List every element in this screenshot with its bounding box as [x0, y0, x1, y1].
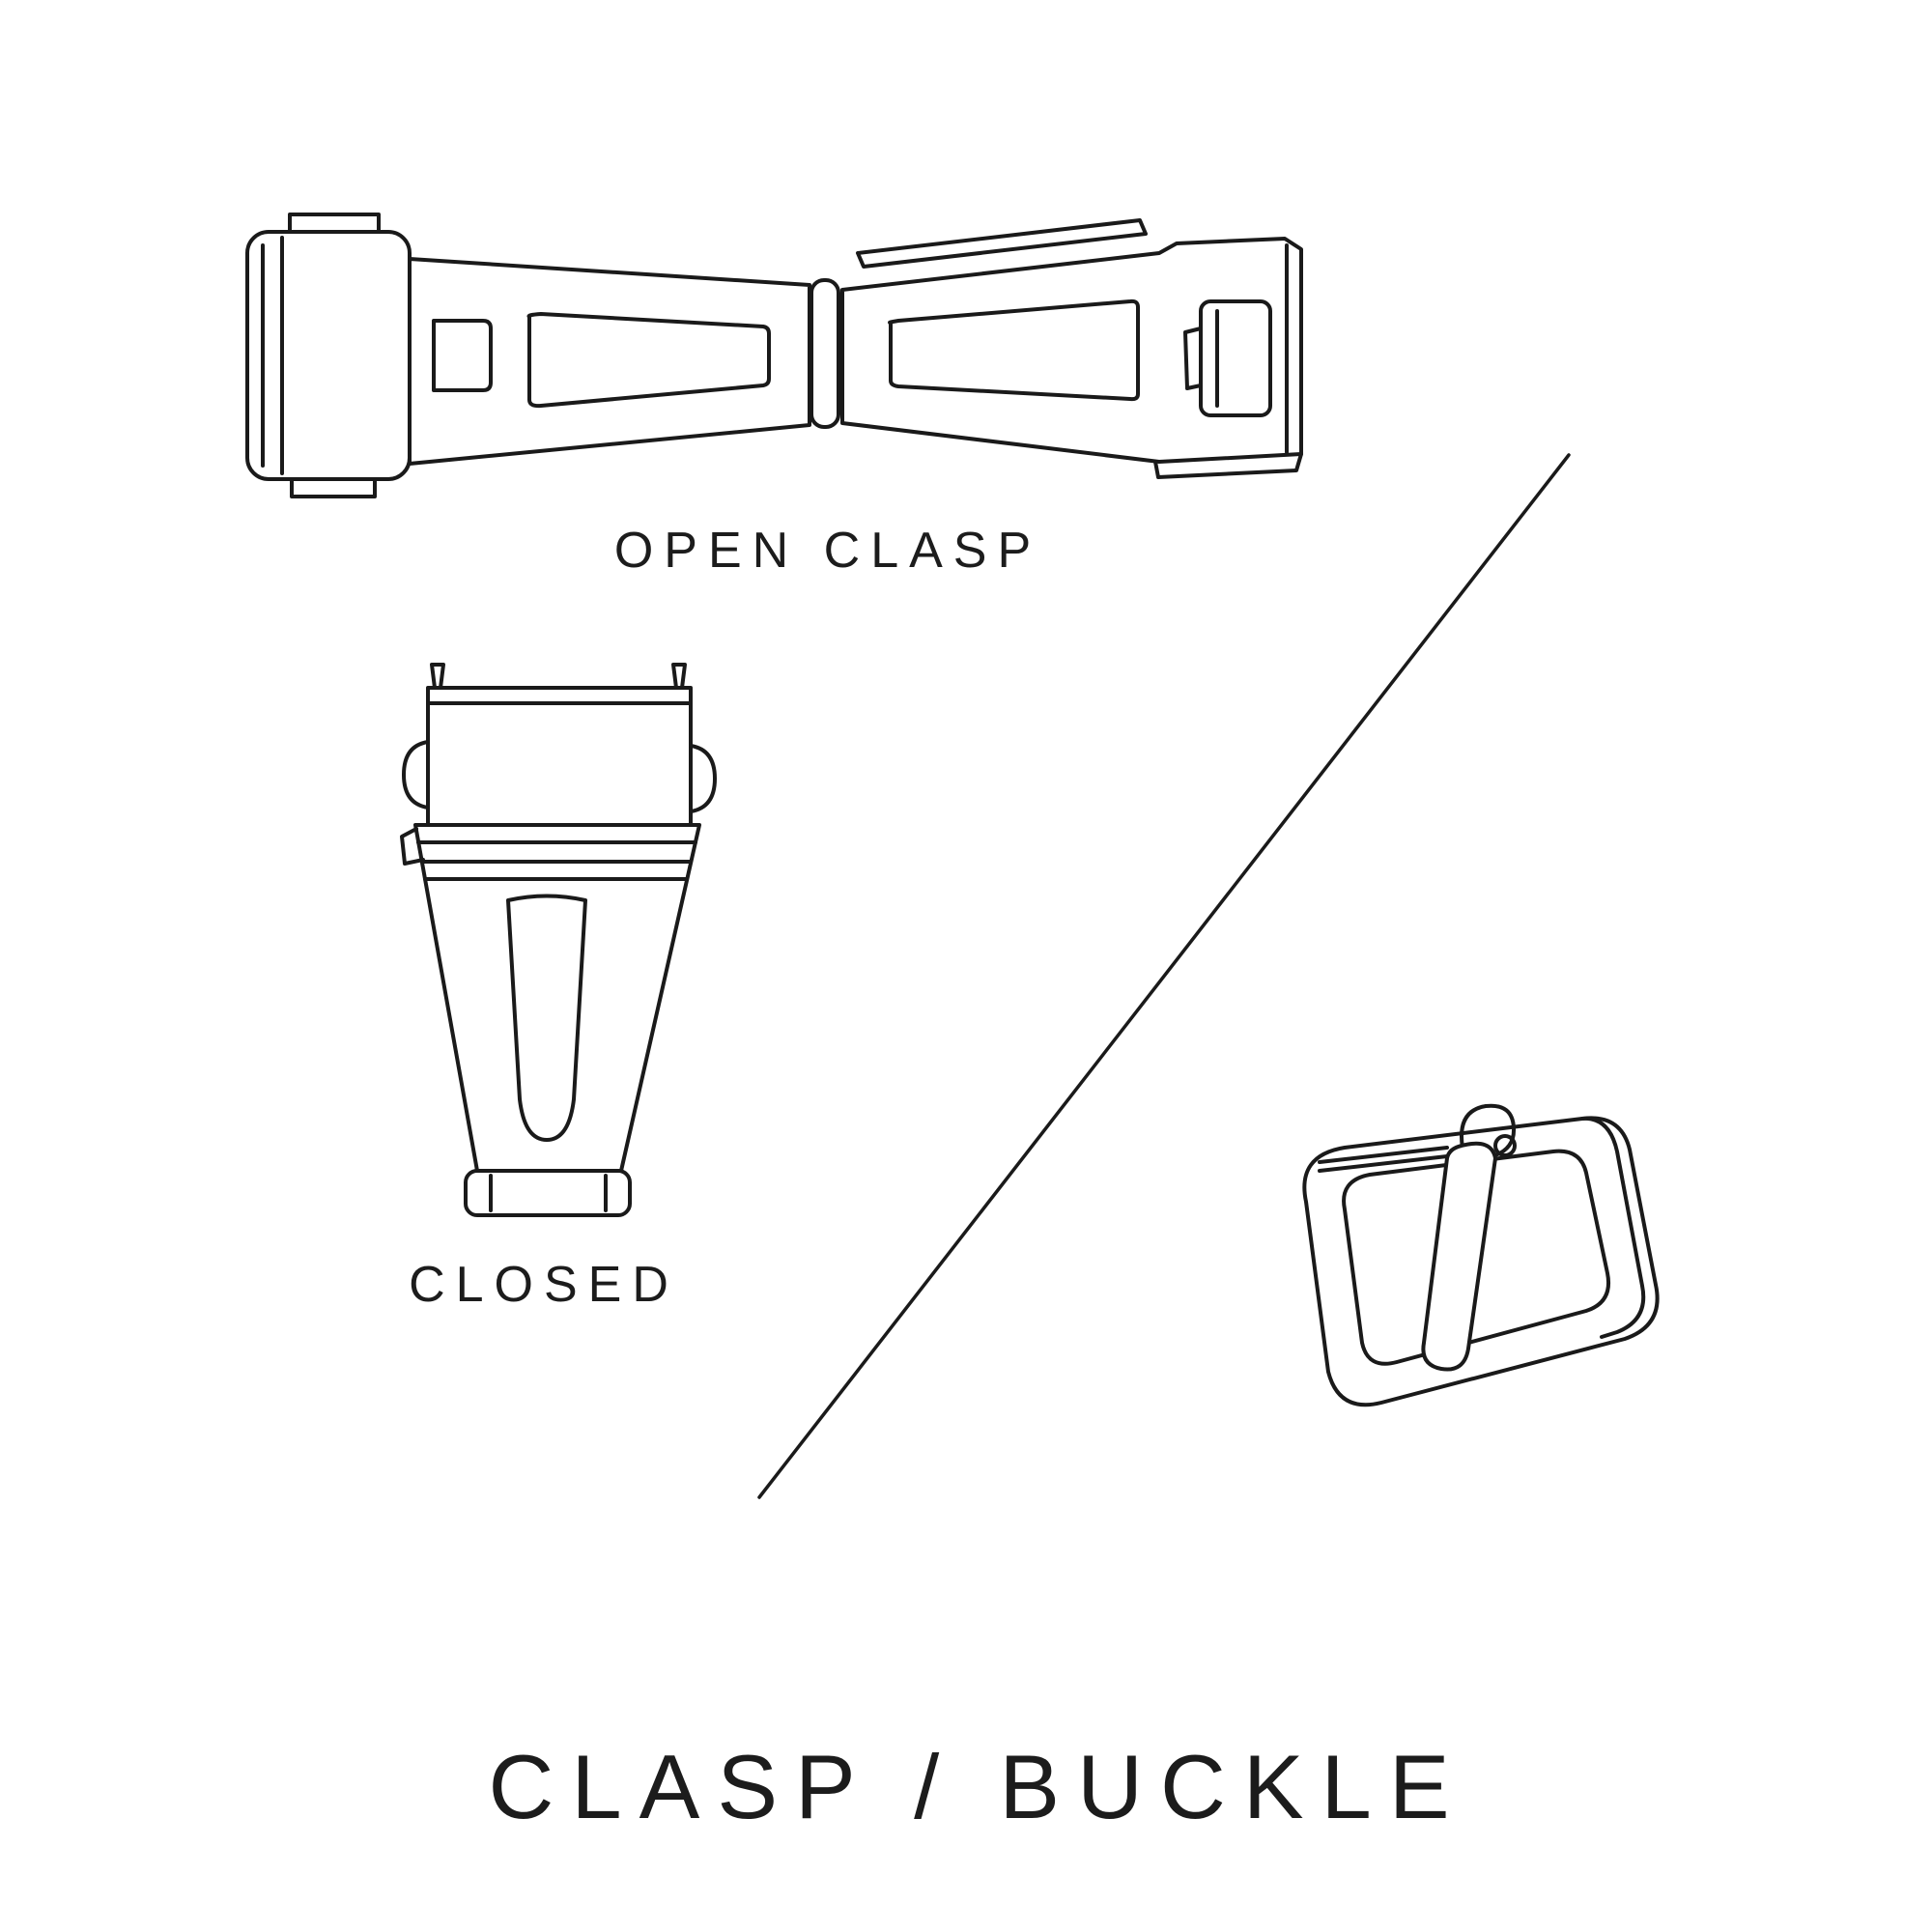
open-clasp-label: OPEN CLASP	[613, 523, 1042, 579]
diagram-title: CLASP / BUCKLE	[488, 1736, 1467, 1837]
closed-clasp-label: CLOSED	[409, 1257, 679, 1313]
diagonal-divider-line	[757, 453, 1571, 1499]
tang-buckle-illustration	[1302, 1103, 1660, 1407]
open-clasp-illustration	[245, 213, 1303, 498]
closed-clasp-illustration	[400, 663, 717, 1217]
